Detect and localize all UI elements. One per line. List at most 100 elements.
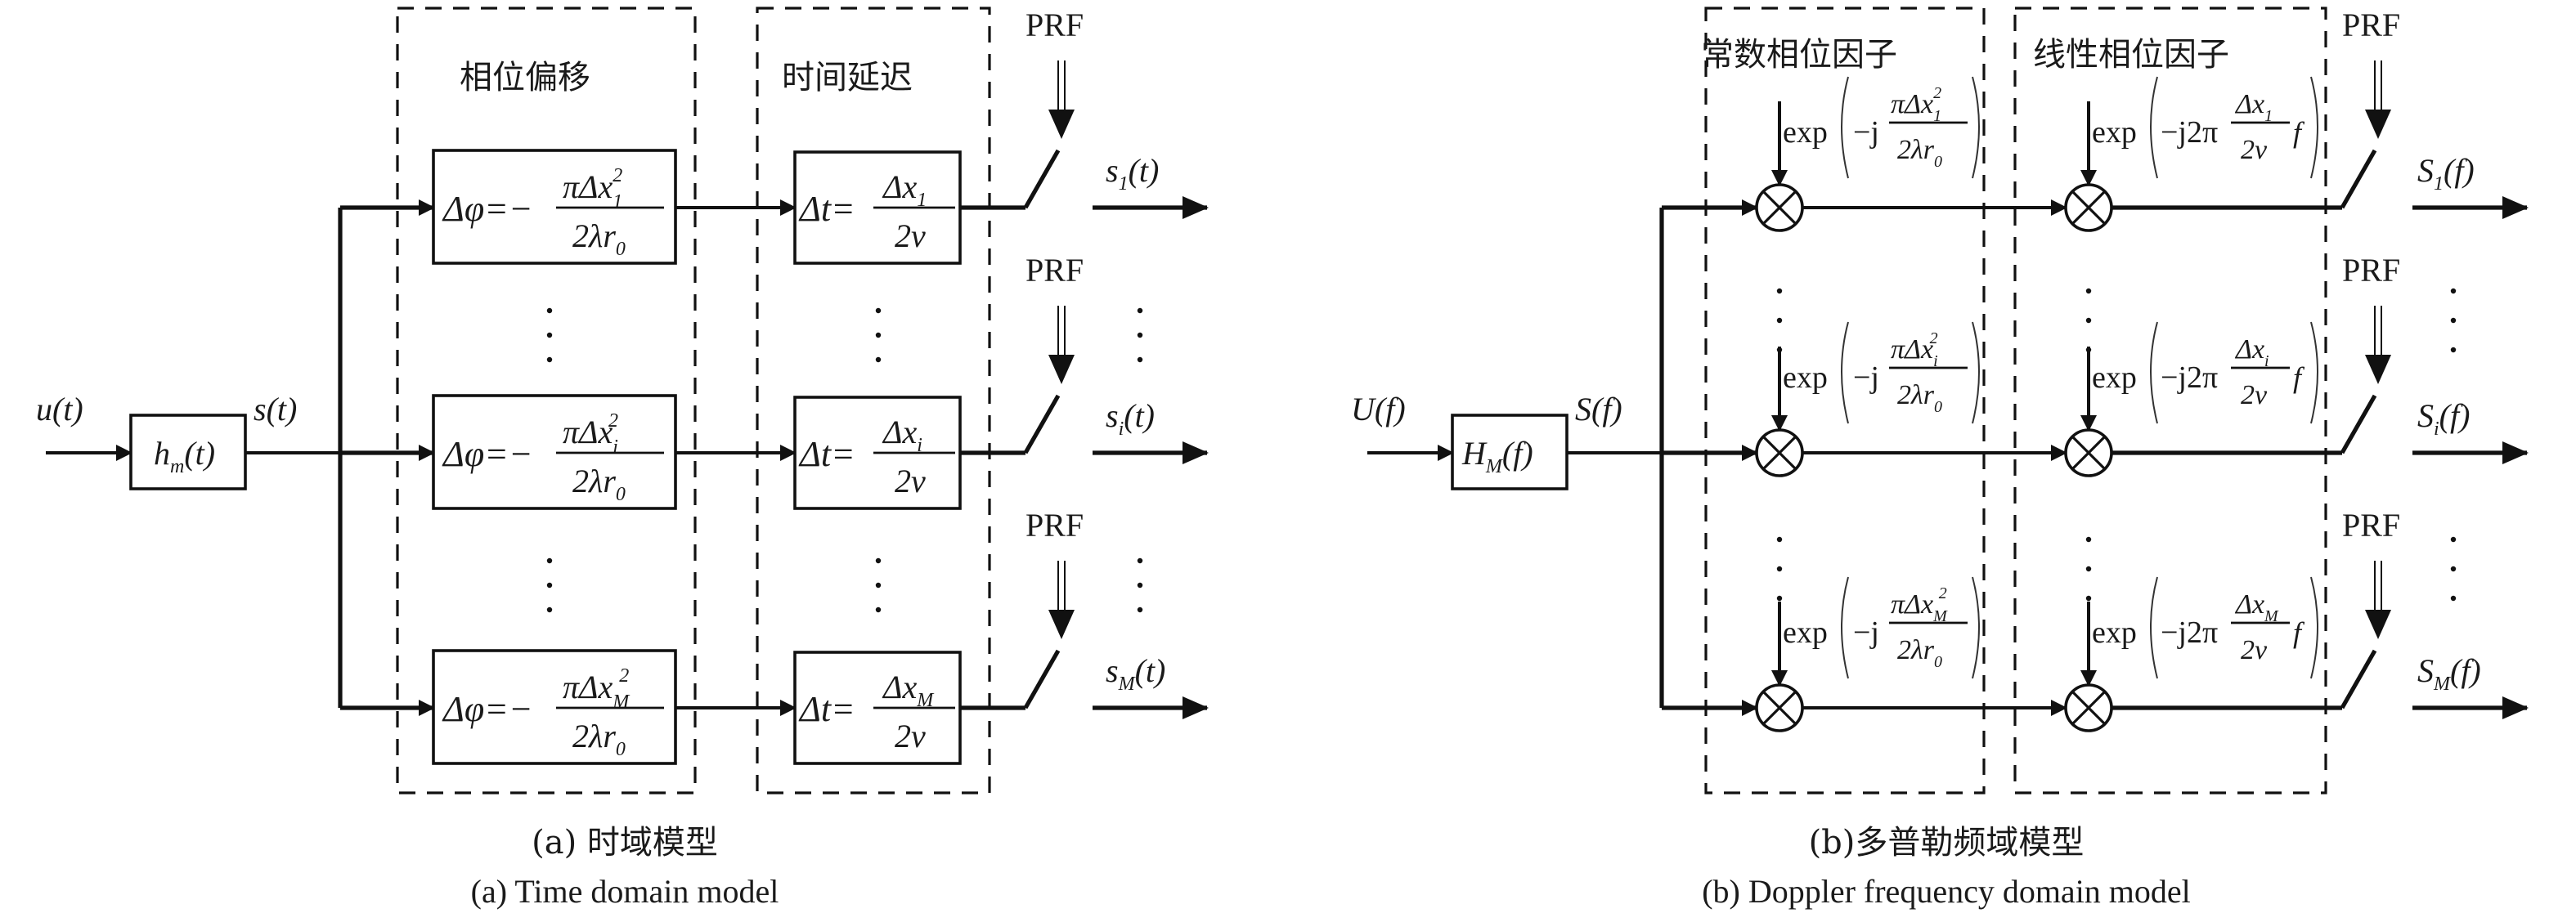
constant-phase-factor-prefix: −j xyxy=(1853,615,1879,650)
group-linear-phase-factor-title: 线性相位因子 xyxy=(2033,36,2229,74)
linear-phase-factor-numerator: Δxi xyxy=(2234,334,2269,370)
ellipsis-dots-b xyxy=(1776,288,2457,602)
output-spectrum-label: Si(f) xyxy=(2417,397,2470,440)
constant-phase-factor-numerator: πΔxM2 xyxy=(1891,584,1948,625)
paren-left xyxy=(1841,76,1849,179)
output-spectrum-label: SM(f) xyxy=(2417,652,2481,695)
filter-output-label-s-t: s(t) xyxy=(254,391,297,427)
time-delay-numerator: Δx1 xyxy=(882,168,927,211)
prf-label: PRF xyxy=(1025,507,1084,544)
prf-label: PRF xyxy=(1025,252,1084,289)
group-constant-phase-factor xyxy=(1704,7,1986,794)
paren-right xyxy=(2310,76,2318,179)
time-delay-lhs: Δt= xyxy=(798,434,855,474)
linear-phase-factor-exp: exp xyxy=(2092,115,2137,150)
multiplier-cross xyxy=(2071,690,2107,726)
time-delay-numerator: ΔxM xyxy=(882,669,935,711)
multiplier-cross xyxy=(2071,435,2107,471)
paren-left xyxy=(2150,321,2158,424)
multiplier-cross xyxy=(2071,190,2107,226)
filter-label-hm: hm(t) xyxy=(154,435,215,477)
time-delay-lhs: Δt= xyxy=(798,689,855,729)
prf-arrowhead xyxy=(1048,110,1075,139)
multiplier-cross xyxy=(1761,690,1797,726)
phase-shift-lhs: Δφ=− xyxy=(442,434,533,474)
constant-phase-factor-exp: exp xyxy=(1783,615,1828,650)
sampling-switch xyxy=(2340,149,2377,209)
caption-b-en: (b) Doppler frequency domain model xyxy=(1702,873,2191,910)
caption-a-en: (a) Time domain model xyxy=(471,873,779,910)
time-delay-lhs: Δt= xyxy=(798,189,855,229)
phase-shift-lhs: Δφ=− xyxy=(442,189,533,229)
caption-a-cn: (a) 时域模型 xyxy=(532,824,718,862)
linear-phase-factor-exp: exp xyxy=(2092,360,2137,395)
constant-phase-factor-numerator: πΔx12 xyxy=(1891,84,1941,125)
constant-phase-factor-denominator: 2λr0 xyxy=(1897,135,1942,171)
prf-arrowhead xyxy=(1048,355,1075,384)
output-signal-label: si(t) xyxy=(1106,397,1155,440)
paren-right xyxy=(2310,321,2318,424)
prf-arrowhead xyxy=(1048,610,1075,639)
prf-label: PRF xyxy=(2342,507,2400,544)
time-delay-denominator: 2v xyxy=(895,463,926,499)
paren-left xyxy=(1841,321,1849,424)
phase-shift-numerator: πΔxi2 xyxy=(563,410,618,458)
output-signal-label: sM(t) xyxy=(1106,652,1165,695)
time-delay-denominator: 2v xyxy=(895,718,926,754)
branch-row-a-2: Δφ=− πΔxi2 2λr0 Δt= Δxi 2v PRF si(t) xyxy=(340,252,1209,510)
group-time-delay-title: 时间延迟 xyxy=(782,59,913,96)
multiplier-cross xyxy=(1761,435,1797,471)
paren-right xyxy=(1972,76,1980,179)
linear-phase-factor-prefix: −j2π xyxy=(2161,360,2218,395)
constant-phase-factor-exp: exp xyxy=(1783,360,1828,395)
linear-phase-factor-denominator: 2v xyxy=(2241,135,2268,165)
paren-left xyxy=(1841,576,1849,679)
prf-arrowhead xyxy=(2365,110,2391,139)
group-constant-phase-factor-title: 常数相位因子 xyxy=(1701,36,1897,74)
phase-shift-lhs: Δφ=− xyxy=(442,689,533,729)
constant-phase-factor-exp: exp xyxy=(1783,115,1828,150)
ellipsis-dots-a xyxy=(546,307,1143,613)
linear-phase-factor-exp: exp xyxy=(2092,615,2137,650)
group-phase-shift xyxy=(396,7,697,794)
linear-phase-factor-prefix: −j2π xyxy=(2161,115,2218,150)
time-delay-denominator: 2v xyxy=(895,217,926,254)
prf-arrowhead xyxy=(2365,610,2391,639)
input-label-U-f: U(f) xyxy=(1351,391,1406,427)
linear-phase-factor-numerator: ΔxM xyxy=(2234,589,2279,625)
sampling-switch xyxy=(1023,149,1061,209)
constant-phase-factor-denominator: 2λr0 xyxy=(1897,380,1942,416)
linear-phase-factor-denominator: 2v xyxy=(2241,635,2268,665)
input-label-u-t: u(t) xyxy=(36,391,83,427)
sampling-switch xyxy=(1023,649,1061,709)
time-delay-numerator: Δxi xyxy=(882,414,922,456)
group-phase-shift-title: 相位偏移 xyxy=(460,59,590,96)
prf-label: PRF xyxy=(2342,252,2400,289)
linear-phase-factor-numerator: Δx1 xyxy=(2234,89,2273,125)
linear-phase-factor-prefix: −j2π xyxy=(2161,615,2218,650)
sampling-switch xyxy=(1023,394,1061,454)
prf-arrowhead xyxy=(2365,355,2391,384)
filter-output-label-S-f: S(f) xyxy=(1575,391,1622,427)
caption-b-cn: (b)多普勒频域模型 xyxy=(1809,824,2085,862)
phase-shift-numerator: πΔx12 xyxy=(563,165,622,213)
paren-right xyxy=(2310,576,2318,679)
group-linear-phase-factor xyxy=(2013,7,2327,794)
linear-phase-factor-suffix: f xyxy=(2293,616,2305,649)
constant-phase-factor-prefix: −j xyxy=(1853,360,1879,395)
phase-shift-denominator: 2λr0 xyxy=(572,217,626,260)
panel-b-doppler-frequency-domain-model: U(f) HM(f) S(f) 常数相位因子 线性相位因子 exp −j πΔx12… xyxy=(1351,7,2529,910)
prf-label: PRF xyxy=(1025,7,1084,43)
panel-a-time-domain-model: u(t) hm(t) s(t) 相位偏移 时间延迟 Δφ=−πΔx122λr0Δ… xyxy=(36,7,1209,910)
filter-label-HM: HM(f) xyxy=(1461,435,1533,477)
linear-phase-factor-suffix: f xyxy=(2293,361,2305,394)
prf-label: PRF xyxy=(2342,7,2400,43)
phase-shift-denominator: 2λr0 xyxy=(572,463,626,505)
phase-shift-denominator: 2λr0 xyxy=(572,718,626,760)
paren-right xyxy=(1972,576,1980,679)
